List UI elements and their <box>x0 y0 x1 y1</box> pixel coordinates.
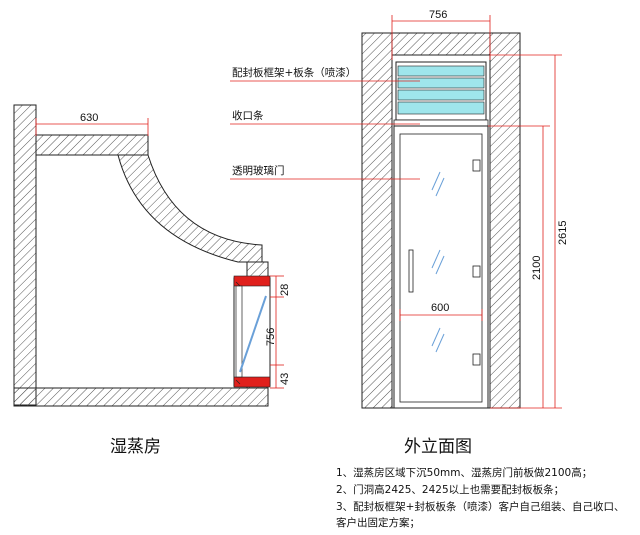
dim-label-2100: 2100 <box>531 256 543 280</box>
elev-slat-3 <box>397 89 485 101</box>
plan-curved-wall <box>117 154 263 263</box>
elev-door-handle <box>408 249 414 293</box>
note-line-4: 客户出固定方案； <box>336 516 420 529</box>
plan-left-wall <box>13 104 37 406</box>
elev-slat-1 <box>397 65 485 77</box>
elev-top-wall <box>391 32 491 56</box>
elev-hinge-bottom <box>472 353 481 366</box>
elev-glass-reflections <box>431 171 445 353</box>
plan-bottom-wall <box>13 387 269 407</box>
callout-trim-strip: 收口条 <box>232 109 264 122</box>
elev-slat-2 <box>397 77 485 89</box>
dim-label-630: 630 <box>80 112 98 124</box>
dim-label-elev-756: 756 <box>429 9 447 21</box>
dim-label-2615: 2615 <box>557 221 569 245</box>
elev-left-wall <box>361 32 393 409</box>
plan-door-frame <box>235 285 243 378</box>
plan-red-trim-bottom <box>233 376 271 388</box>
callout-slat-frame: 配封板框架+板条（喷漆） <box>232 66 356 79</box>
dim-label-28: 28 <box>279 284 291 296</box>
elev-slat-4 <box>397 101 485 115</box>
note-line-3: 3、配封板框架+封板板条（喷漆）客户自己组装、自己收口、 <box>336 500 624 513</box>
dim-label-600: 600 <box>431 302 449 314</box>
note-line-2: 2、门洞高2425、2425以上也需要配封板板条； <box>336 483 564 496</box>
dim-label-plan-756: 756 <box>265 328 277 346</box>
elev-hinge-top <box>472 159 481 172</box>
elev-trim-strip <box>393 119 489 127</box>
dim-label-43: 43 <box>279 373 291 385</box>
plan-door-leaf <box>239 295 267 373</box>
elev-hinge-mid <box>472 265 481 278</box>
elev-right-wall <box>489 32 521 409</box>
plan-bench-slab <box>35 134 149 156</box>
elevation-view: 756 600 2615 2100 配封板框架+板条（喷漆） 收口条 透明玻璃门… <box>230 9 569 457</box>
plan-view: 630 28 756 43 湿蒸房 <box>13 104 291 457</box>
plan-caption: 湿蒸房 <box>110 437 161 457</box>
note-line-1: 1、湿蒸房区域下沉50mm、湿蒸房门前板做2100高； <box>336 466 592 479</box>
callout-glass-door: 透明玻璃门 <box>232 164 285 177</box>
elevation-caption: 外立面图 <box>404 437 472 457</box>
plan-red-trim-top <box>233 275 271 287</box>
notes-block: 1、湿蒸房区域下沉50mm、湿蒸房门前板做2100高； 2、门洞高2425、24… <box>336 466 624 529</box>
